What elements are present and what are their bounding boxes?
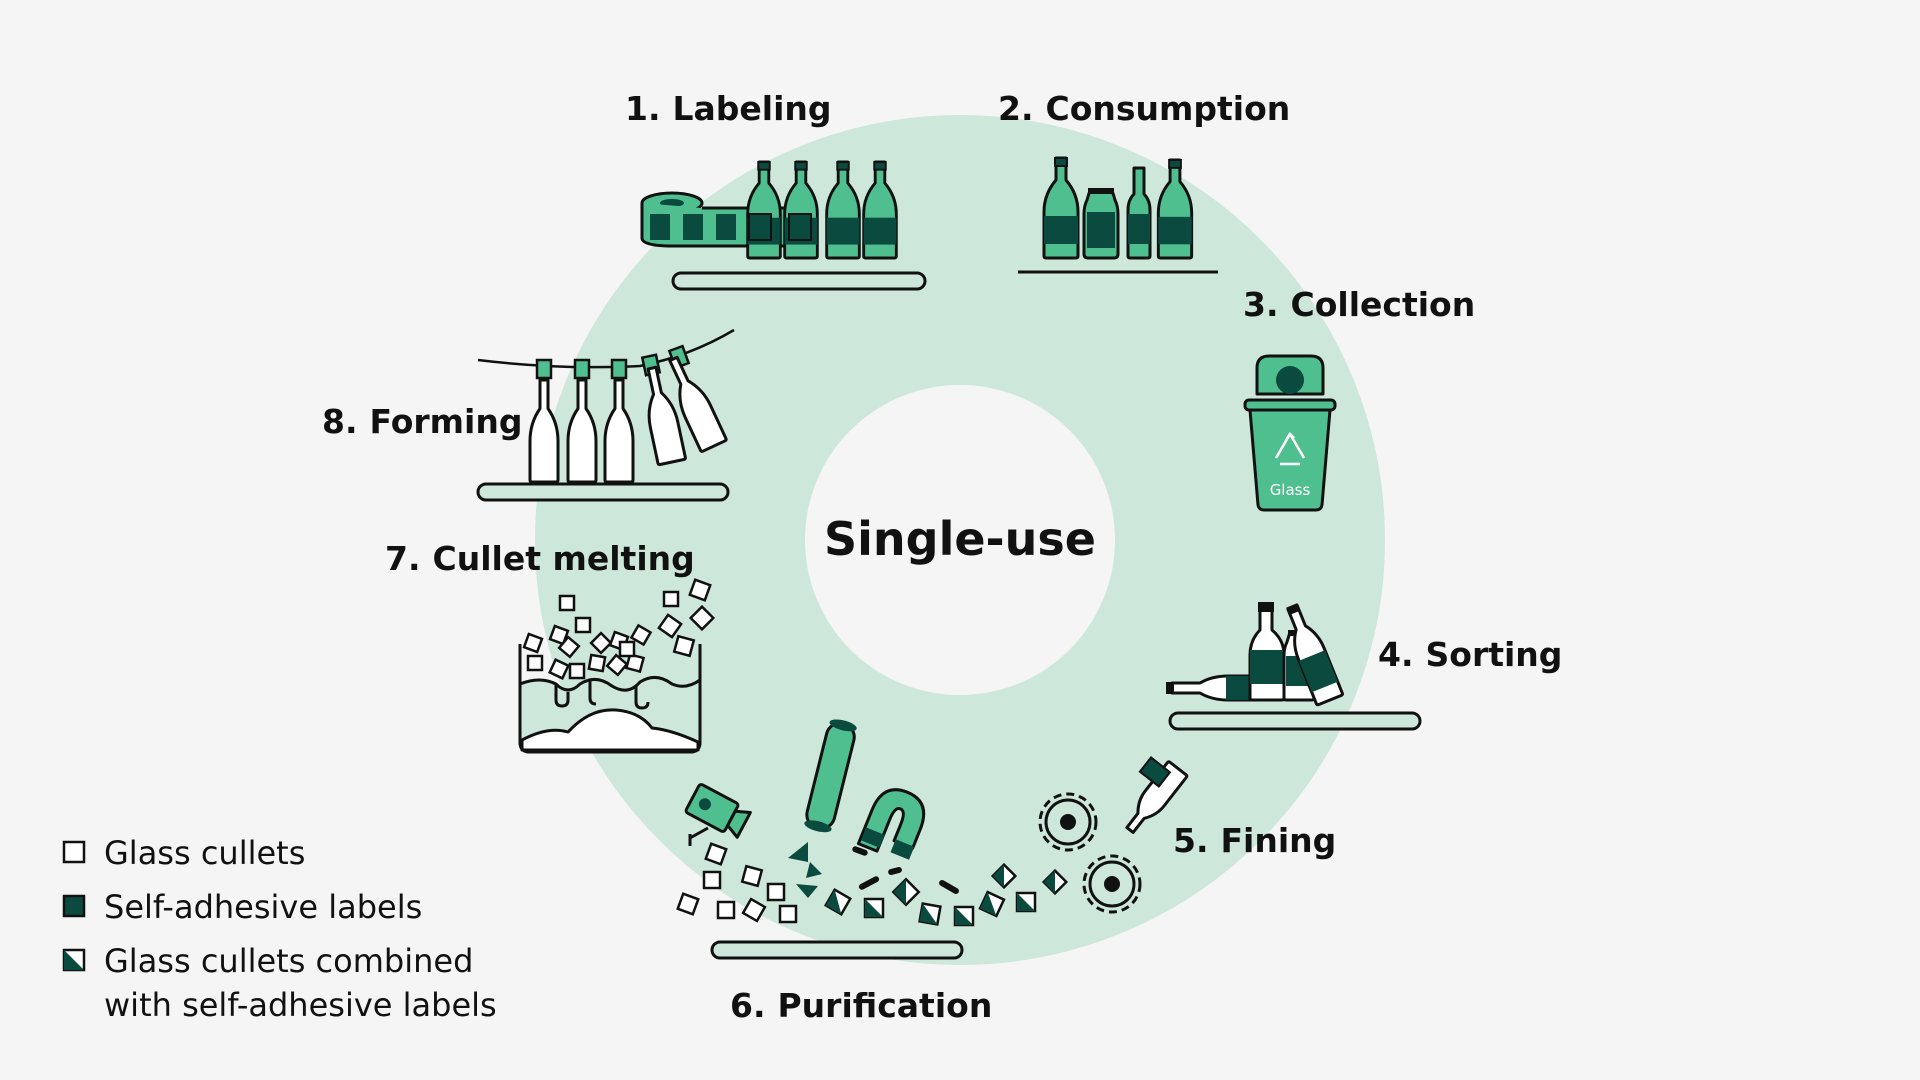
cycle-ring xyxy=(535,115,1385,965)
fining-gears-icon xyxy=(990,756,1189,914)
square-outline-icon xyxy=(62,840,86,864)
forming-bottles-icon xyxy=(476,328,735,502)
svg-text:1.Labeling: 1.Labeling xyxy=(625,89,832,128)
purification-icon xyxy=(676,719,1037,960)
svg-text:5.Fining: 5.Fining xyxy=(1173,821,1336,860)
svg-text:7.Cullet melting: 7.Cullet melting xyxy=(385,539,695,578)
step-5-label: 5.Fining xyxy=(1173,821,1336,860)
bottles-icon xyxy=(1018,156,1218,274)
square-half-icon xyxy=(62,948,86,972)
recycling-bin-icon: Glass xyxy=(1243,354,1337,512)
svg-text:Glass cullets combined: Glass cullets combined xyxy=(104,942,473,980)
step-3-label: 3.Collection xyxy=(1243,285,1475,324)
sorting-icon xyxy=(1166,602,1422,731)
svg-text:Self-adhesive labels: Self-adhesive labels xyxy=(104,888,422,926)
center-title: Single-use xyxy=(824,512,1096,566)
step-4-label: 4.Sorting xyxy=(1378,635,1562,674)
legend: Glass cullets Self-adhesive labels Glass… xyxy=(62,834,497,1024)
legend-item-self-adhesive-labels: Self-adhesive labels xyxy=(62,888,422,926)
bin-label: Glass xyxy=(1270,481,1311,499)
svg-text:3.Collection: 3.Collection xyxy=(1243,285,1475,324)
svg-text:4.Sorting: 4.Sorting xyxy=(1378,635,1562,674)
square-filled-icon xyxy=(62,894,86,918)
svg-text:with self-adhesive labels: with self-adhesive labels xyxy=(104,986,497,1024)
legend-item-combined: Glass cullets combined with self-adhesiv… xyxy=(62,942,497,1024)
step-1-label: 1.Labeling xyxy=(625,89,832,128)
step-7-label: 7.Cullet melting xyxy=(385,539,695,578)
svg-text:8.Forming: 8.Forming xyxy=(322,402,522,441)
svg-text:6.Purification: 6.Purification xyxy=(730,986,992,1025)
step-6-label: 6.Purification xyxy=(730,986,992,1025)
step-8-label: 8.Forming xyxy=(322,402,522,441)
svg-text:Glass cullets: Glass cullets xyxy=(104,834,305,872)
legend-item-glass-cullets: Glass cullets xyxy=(62,834,305,872)
melting-tank-icon xyxy=(518,578,716,754)
svg-text:2.Consumption: 2.Consumption xyxy=(998,89,1290,128)
labeling-icon xyxy=(640,160,927,291)
step-2-label: 2.Consumption xyxy=(998,89,1290,128)
